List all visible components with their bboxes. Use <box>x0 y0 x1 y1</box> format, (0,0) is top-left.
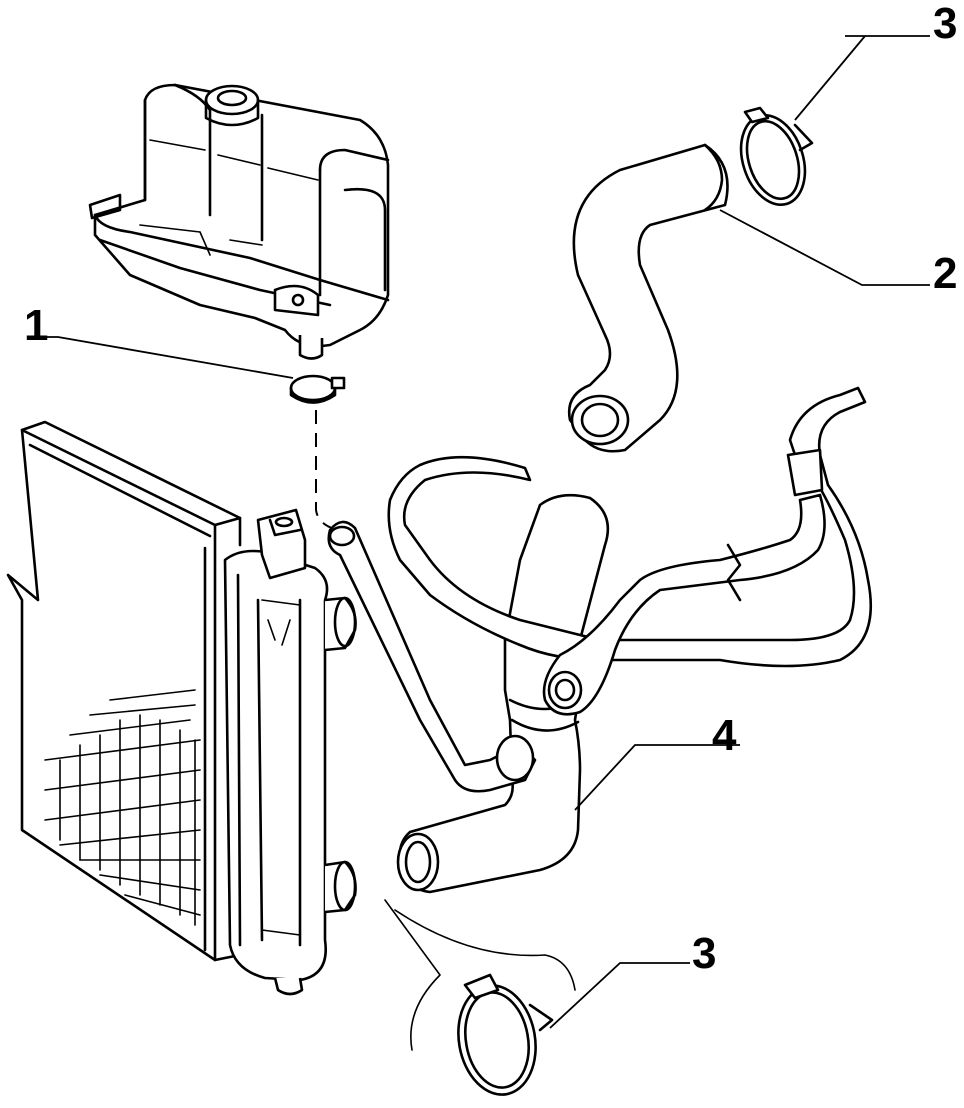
hose-4 <box>327 386 873 894</box>
clamp-1 <box>289 374 346 404</box>
clamp-3-top <box>739 106 814 207</box>
hose-2 <box>567 143 729 453</box>
callout-4: 4 <box>712 711 737 760</box>
assembly-line <box>315 410 339 531</box>
expansion-tank <box>88 83 390 360</box>
callout-1: 1 <box>24 301 48 350</box>
radiator-fins <box>44 689 201 926</box>
callout-3-top: 3 <box>933 0 957 48</box>
callout-3-bottom: 3 <box>692 929 716 978</box>
callout-2: 2 <box>933 249 957 298</box>
radiator <box>6 420 357 996</box>
leader-lines <box>40 35 930 1029</box>
clamp-3-bottom <box>384 899 576 1096</box>
